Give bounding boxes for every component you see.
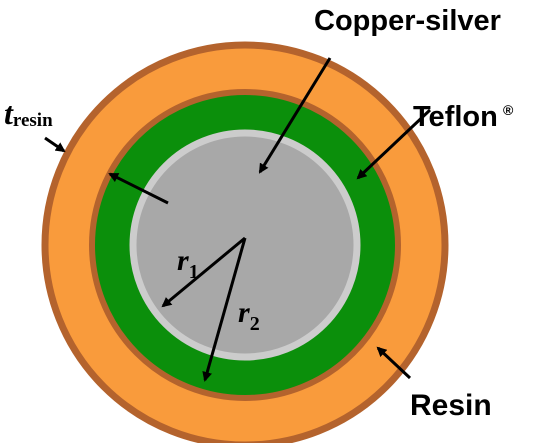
thickness-arrow [108,172,169,205]
teflon-arrow [356,108,432,180]
resin-label: Resin [410,389,492,422]
r2-arrow [202,237,247,382]
copper-silver-label: Copper-silver [314,5,501,37]
resin-arrow [376,346,412,380]
r1-label: r1 [177,244,199,283]
r2-label: r2 [238,296,260,335]
teflon-label: Teflon [413,101,498,133]
copper-silver-core [129,129,361,361]
teflon-registered-mark: ® [503,102,514,118]
copper-silver-arrow [258,57,332,174]
r1-arrow [161,236,246,308]
t-resin-arrow [44,136,66,153]
t-resin-label: tresin [4,95,53,131]
